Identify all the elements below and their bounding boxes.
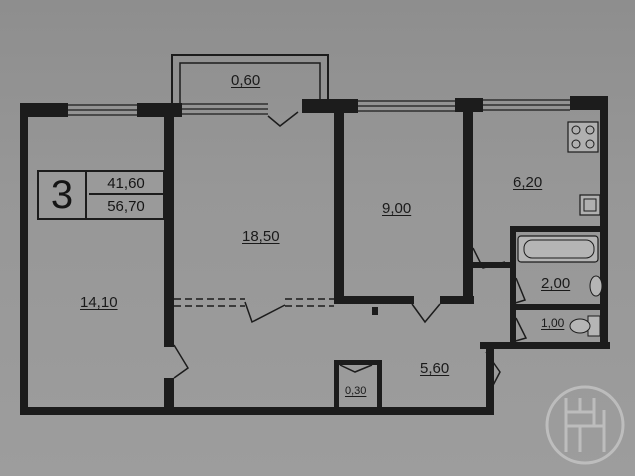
room-large-area-label: 18,50: [242, 228, 280, 245]
door-bathroom: [511, 277, 527, 305]
wall-right-outer: [600, 96, 608, 348]
door-room-left: [173, 344, 190, 379]
wall-closet-right: [377, 360, 382, 410]
walls: [20, 96, 610, 415]
wall-bath-stub: [470, 262, 512, 268]
door-kitchen: [472, 247, 506, 269]
wall-interior-right: [463, 110, 473, 304]
wall-mid-bottom-a: [334, 296, 414, 304]
opening-dashed: [174, 298, 334, 307]
wall-top-3: [302, 99, 358, 113]
watermark-logo-icon: [545, 385, 625, 465]
kitchen-area-label: 6,20: [513, 174, 543, 191]
legend-room-count: 3: [39, 172, 87, 218]
wall-right-step-top: [480, 342, 610, 349]
wall-closet-top: [334, 360, 382, 365]
wall-post: [372, 307, 378, 315]
door-closet: [339, 364, 373, 373]
windows: [68, 99, 570, 116]
bathroom-area-label: 2,00: [541, 275, 571, 292]
wall-bottom-outer: [20, 407, 494, 415]
wall-top-5: [570, 96, 608, 110]
wall-top-4: [455, 98, 483, 112]
room-middle-area-label: 9,00: [382, 200, 412, 217]
wall-mid-bottom-b: [440, 296, 474, 304]
legend-total-area: 56,70: [107, 198, 145, 215]
hall-area-label: 5,60: [420, 360, 450, 377]
door-toilet: [511, 317, 528, 343]
bathtub-icon: [517, 235, 599, 263]
toilet-icon: [569, 315, 601, 337]
doors: [173, 111, 528, 396]
wall-interior-left: [164, 113, 174, 347]
washbasin-icon: [589, 275, 603, 297]
wall-bath-top: [510, 226, 602, 232]
door-room-large: [244, 301, 286, 324]
room-left-area-label: 14,10: [80, 294, 118, 311]
wall-bath-divider: [510, 304, 602, 310]
sink-icon: [579, 194, 601, 216]
door-entrance: [485, 351, 501, 396]
balcony-outline: [171, 54, 329, 103]
door-room-middle: [411, 303, 441, 324]
wall-interior-mid: [334, 113, 344, 303]
stove-icon: [567, 121, 599, 153]
legend-living-area: 41,60: [89, 172, 163, 195]
door-balcony: [267, 111, 299, 127]
wall-bath-left: [510, 226, 516, 344]
wall-bottom-right-step: [486, 344, 494, 415]
balcony-area-label: 0,60: [231, 72, 261, 89]
closet-area-label: 0,30: [345, 385, 367, 397]
wall-top-1: [20, 103, 68, 117]
area-legend: 3 41,60 56,70: [37, 170, 165, 220]
wall-closet-left: [334, 360, 339, 410]
toilet-area-label: 1,00: [541, 316, 565, 330]
wall-top-2: [137, 103, 182, 117]
wall-left-outer: [20, 103, 28, 415]
wall-interior-left-lower: [164, 378, 174, 412]
